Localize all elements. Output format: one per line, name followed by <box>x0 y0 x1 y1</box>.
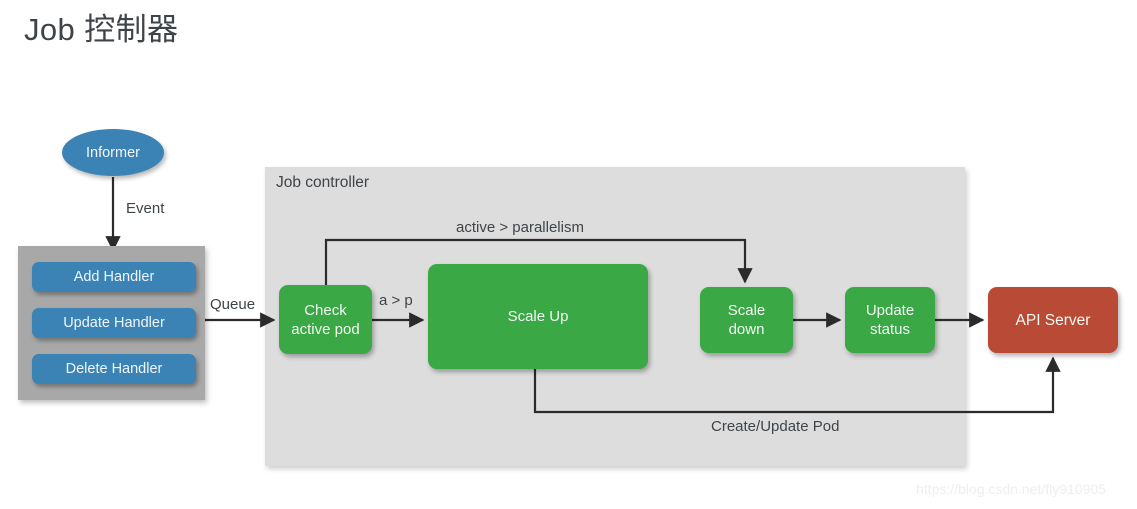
edge-label-queue: Queue <box>210 296 256 313</box>
node-label: Update status <box>865 302 915 338</box>
job-controller-title: Job controller <box>276 174 370 191</box>
handler-label: Add Handler <box>73 269 155 285</box>
node-check-active-pod[interactable]: Check active pod <box>279 285 372 354</box>
node-label: API Server <box>1015 311 1091 329</box>
page-title: Job 控制器 <box>24 12 179 47</box>
edge-label-event: Event <box>126 200 165 217</box>
edge-label-active-parallelism: active > parallelism <box>456 219 584 236</box>
node-scale-down[interactable]: Scale down <box>700 287 793 353</box>
node-label: Check active pod <box>291 301 360 338</box>
handler-add-handler[interactable]: Add Handler <box>32 262 196 292</box>
node-label: Scale Up <box>507 308 569 325</box>
handler-label: Delete Handler <box>65 361 163 377</box>
edge-label-a-greater-p: a > p <box>379 292 413 309</box>
handler-label: Update Handler <box>63 315 165 331</box>
informer-label: Informer <box>86 144 140 161</box>
node-api-server[interactable]: API Server <box>988 287 1118 353</box>
edge-label-create-update-pod: Create/Update Pod <box>711 418 840 435</box>
event-handlers-panel: Add Handler Update Handler Delete Handle… <box>18 246 205 400</box>
handler-update-handler[interactable]: Update Handler <box>32 308 196 338</box>
handler-delete-handler[interactable]: Delete Handler <box>32 354 196 384</box>
informer-node[interactable]: Informer <box>62 129 164 176</box>
node-update-status[interactable]: Update status <box>845 287 935 353</box>
node-scale-up[interactable]: Scale Up <box>428 264 648 369</box>
watermark: https://blog.csdn.net/fly910905 <box>916 481 1106 497</box>
node-label: Scale down <box>727 302 766 338</box>
